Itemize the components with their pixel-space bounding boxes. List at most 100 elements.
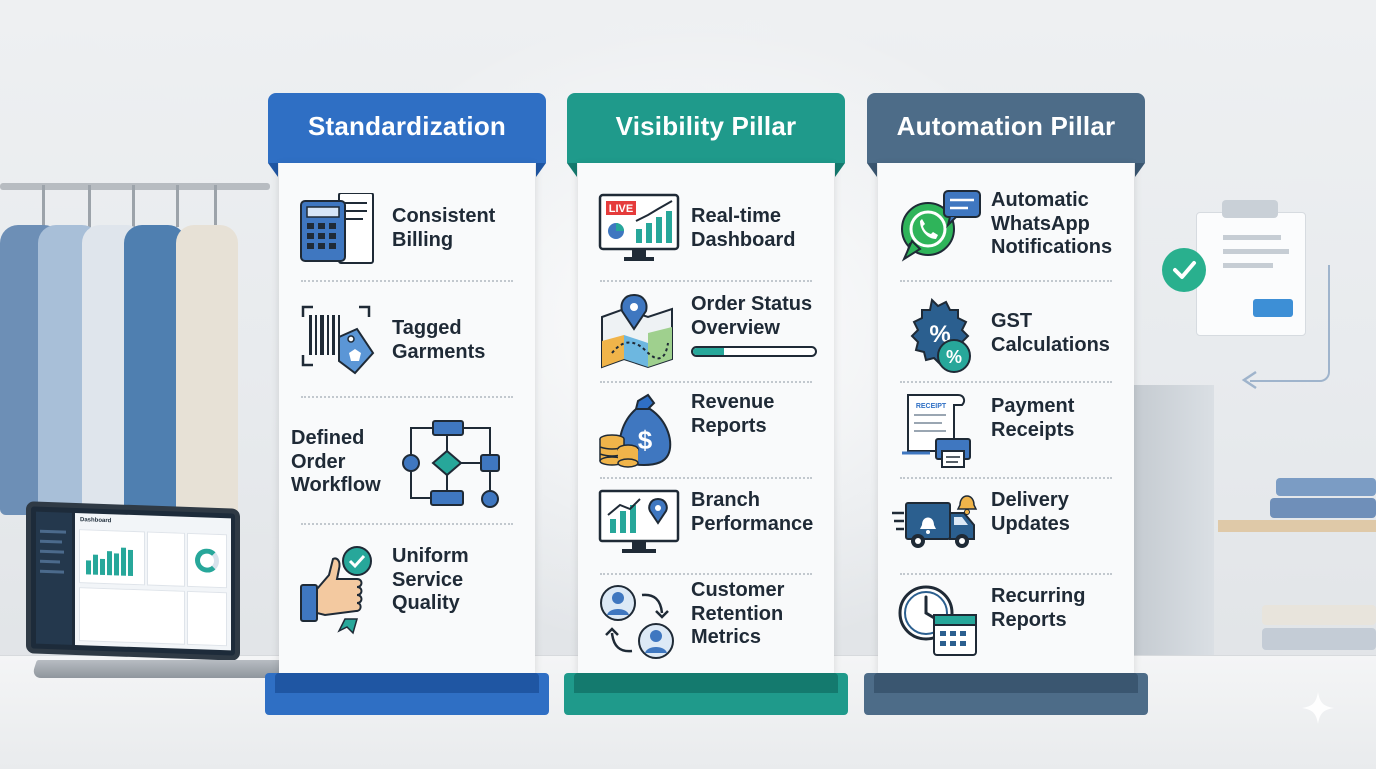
- panel-stand-top: [574, 673, 838, 693]
- thumbs-up-badge-icon: [299, 545, 377, 635]
- banner-fold: [1135, 163, 1145, 177]
- hanger-hook: [176, 185, 179, 227]
- laptop: Dashboard: [26, 501, 240, 661]
- laptop-donut: [187, 532, 227, 589]
- dollar-symbol: $: [638, 425, 653, 455]
- panel-title: Visibility Pillar: [615, 111, 797, 141]
- banner-fold: [835, 163, 845, 177]
- laptop-list: [187, 590, 227, 647]
- panel-header: Standardization: [268, 93, 546, 163]
- percent-badge-icon: % %: [898, 297, 976, 376]
- receipt-text: RECEIPT: [916, 403, 947, 410]
- panel-stand-top: [874, 673, 1138, 693]
- panel-stand-top: [275, 673, 539, 693]
- check-icon: [1162, 248, 1206, 292]
- calculator-receipt-icon: [299, 192, 377, 271]
- hanger-hook: [132, 185, 135, 227]
- folded-towel: [1270, 498, 1376, 518]
- money-bag-coins-icon: $: [598, 391, 676, 469]
- banner-fold: [268, 163, 278, 177]
- banner-fold: [567, 163, 577, 177]
- clock-calendar-icon: [898, 585, 977, 663]
- panel-header: Automation Pillar: [867, 93, 1145, 163]
- hanger-hook: [42, 185, 45, 227]
- laptop-dashboard: Dashboard: [75, 512, 231, 651]
- hanging-garment: [1134, 385, 1214, 655]
- whatsapp-chat-icon: [898, 189, 981, 267]
- panel-header: Visibility Pillar: [567, 93, 845, 163]
- divider: [301, 280, 513, 282]
- workflow-diagram-icon: [401, 419, 505, 508]
- clipboard-clip: [1222, 200, 1278, 218]
- shirt: [176, 225, 238, 515]
- divider: [301, 396, 513, 398]
- shelf: [1218, 520, 1376, 532]
- divider: [301, 523, 513, 525]
- hanger-hook: [214, 185, 217, 227]
- divider: [600, 477, 812, 479]
- divider: [600, 280, 812, 282]
- folded-towel: [1276, 478, 1376, 496]
- hanger-hook: [88, 185, 91, 227]
- divider: [600, 381, 812, 383]
- clothes-rack: [0, 183, 270, 190]
- percent-symbol: %: [929, 321, 950, 348]
- panel-title: Standardization: [307, 111, 506, 141]
- sparkle-icon: [1302, 692, 1334, 724]
- customer-cycle-icon: [598, 583, 676, 661]
- panel-title: Automation Pillar: [896, 111, 1116, 141]
- divider: [600, 573, 812, 575]
- laptop-dashboard-title: Dashboard: [80, 517, 112, 525]
- divider: [900, 280, 1112, 282]
- percent-symbol-small: %: [946, 347, 962, 367]
- laptop-bar-chart: [79, 529, 145, 586]
- banner-fold: [536, 163, 546, 177]
- divider: [900, 477, 1112, 479]
- divider: [900, 381, 1112, 383]
- folded-towel: [1262, 628, 1376, 650]
- shirt: [124, 225, 186, 515]
- receipt-printer-icon: RECEIPT: [898, 393, 976, 471]
- order-progress-fill: [693, 348, 724, 355]
- divider: [900, 573, 1112, 575]
- order-progress-bar: [691, 346, 817, 357]
- live-badge: LIVE: [609, 203, 633, 215]
- laptop-card: [147, 531, 185, 587]
- return-arrow-icon: [1250, 265, 1330, 382]
- laptop-sidebar: [36, 511, 72, 645]
- delivery-truck-bell-icon: [890, 487, 978, 565]
- branch-chart-screen-icon: [598, 489, 680, 567]
- arrow-head-icon: [1241, 370, 1257, 390]
- laptop-table: [79, 587, 185, 645]
- barcode-tag-icon: [299, 303, 377, 381]
